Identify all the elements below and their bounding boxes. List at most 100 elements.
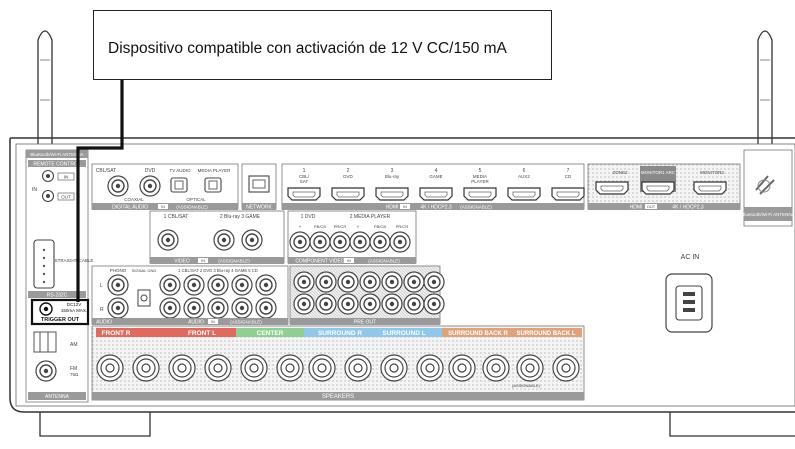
audio-l-jack-4[interactable] (207, 274, 229, 296)
hdmi-out-monitor1-port[interactable] (641, 181, 675, 195)
pre-out-jack-bottom-6[interactable] (403, 293, 425, 315)
speaker-terminal-11[interactable] (448, 354, 476, 382)
video-jack-3[interactable] (241, 229, 263, 251)
audio-l-jack-2[interactable] (159, 274, 181, 296)
hdmi-in-spec: 4K / HDCP2.3 (420, 205, 452, 211)
pre-out-jack-bottom-4[interactable] (359, 293, 381, 315)
hdmi-in-assignable: (ASSIGNABLE) (460, 205, 492, 210)
audio-r-jack-5[interactable] (231, 297, 253, 319)
speaker-terminal-4[interactable] (204, 354, 232, 382)
hdmi-out-spec: 4K / HDCP2.3 (672, 205, 704, 211)
optical-port-1[interactable] (170, 177, 188, 193)
hdmi-in-6-number: 6 (523, 168, 526, 174)
hdmi-input-group: 1CBL/SAT2DVD3Blu-ray4GAME5MEDIAPLAYER6AU… (287, 168, 585, 201)
hdmi-in-5-port[interactable] (463, 187, 497, 201)
hdmi-zone2-label: ZONE2 (612, 170, 628, 175)
audio-l-jack-6[interactable] (255, 274, 277, 296)
speaker-terminal-8[interactable] (344, 354, 372, 382)
antenna-title: ANTENNA (45, 394, 70, 400)
component-jack-3[interactable] (329, 231, 351, 253)
speaker-terminal-9[interactable] (380, 354, 408, 382)
speaker-terminal-3[interactable] (168, 354, 196, 382)
signal-gnd-label: SIGNAL GND (132, 268, 157, 273)
hdmi-in-4-port[interactable] (419, 187, 453, 201)
audio-r-jack-3[interactable] (183, 297, 205, 319)
pre-out-jack-bottom-7[interactable] (423, 293, 445, 315)
pre-out-jack-top-5[interactable] (381, 271, 403, 293)
hdmi-in-7-port[interactable] (551, 187, 585, 201)
pre-out-jack-top-6[interactable] (403, 271, 425, 293)
speaker-terminal-12[interactable] (482, 354, 510, 382)
speaker-terminal-10[interactable] (416, 354, 444, 382)
pre-out-jack-top-1[interactable] (293, 271, 315, 293)
audio-r-jack-6[interactable] (255, 297, 277, 319)
audio-l-jack-3[interactable] (183, 274, 205, 296)
optical-label: OPTICAL (186, 197, 206, 202)
audio-title: AUDIO (188, 320, 204, 326)
speaker-terminal-13[interactable] (516, 354, 544, 382)
right-antenna (757, 30, 773, 151)
speaker-terminal-7[interactable] (308, 354, 336, 382)
component-jack-4[interactable] (349, 231, 371, 253)
component-jack-1[interactable] (289, 231, 311, 253)
hdmi-in-5-name: PLAYER (471, 179, 489, 184)
pre-out-jack-bottom-2[interactable] (315, 293, 337, 315)
coaxial-jack-2[interactable] (139, 175, 161, 197)
trigger-cable (76, 80, 124, 302)
speaker-terminal-1[interactable] (96, 354, 124, 382)
audio-r-jack-1[interactable] (107, 297, 129, 319)
speaker-terminal-14[interactable] (552, 354, 580, 382)
audio-label-left: AUDIO (96, 320, 112, 326)
pre-out-jack-bottom-1[interactable] (293, 293, 315, 315)
component-media-label: 2 MEDIA PLAYER (350, 214, 391, 220)
audio-l-jack-1[interactable] (107, 274, 129, 296)
pre-out-jack-top-4[interactable] (359, 271, 381, 293)
hdmi-out-zone2-port[interactable] (595, 181, 629, 195)
video-jack-1[interactable] (157, 229, 179, 251)
rs232-title: RS-232C (47, 293, 68, 299)
video-jack-2[interactable] (213, 229, 235, 251)
speaker-terminal-5[interactable] (240, 354, 268, 382)
hdmi-in-5-number: 5 (479, 168, 482, 174)
front-l-label: FRONT L (188, 330, 216, 337)
speaker-terminal-6[interactable] (276, 354, 304, 382)
hdmi-in-3-port[interactable] (375, 187, 409, 201)
coaxial-jack-1[interactable] (107, 175, 129, 197)
audio-r-jack-2[interactable] (159, 297, 181, 319)
component-jack-5[interactable] (369, 231, 391, 253)
remote-out-port-label: OUT (61, 195, 71, 200)
hdmi-in-1-number: 1 (303, 168, 306, 174)
hdmi-in-6-port[interactable] (507, 187, 541, 201)
pre-out-jack-top-2[interactable] (315, 271, 337, 293)
pre-out-jack-bottom-3[interactable] (337, 293, 359, 315)
surround-l-label: SURROUND L (382, 330, 425, 337)
front-r-label: FRONT R (102, 330, 131, 337)
pre-out-jack-top-3[interactable] (337, 271, 359, 293)
remote-in-label: IN (32, 187, 37, 193)
rs232-port[interactable] (33, 239, 55, 289)
component-jack-2[interactable] (309, 231, 331, 253)
phono-label: PHONO (110, 268, 127, 273)
component-jack-6[interactable] (389, 231, 411, 253)
hdmi-in-7-number: 7 (567, 168, 570, 174)
fm-antenna-jack[interactable] (35, 360, 57, 382)
audio-l-jack-5[interactable] (231, 274, 253, 296)
center-speaker-band (236, 328, 304, 337)
hdmi-in-badge: IN (403, 204, 407, 209)
hdmi-out-title: HDMI (630, 205, 643, 211)
hdmi-in-1-name: CBL/ (299, 174, 310, 179)
hdmi-in-1-port[interactable] (287, 187, 321, 201)
hdmi-out-monitor2-port[interactable] (693, 181, 727, 195)
hdmi-in-2-port[interactable] (331, 187, 365, 201)
am-label: AM (70, 342, 78, 348)
pre-out-jack-bottom-5[interactable] (381, 293, 403, 315)
surround-speaker-band (304, 328, 442, 337)
pre-out-jack-top-7[interactable] (423, 271, 445, 293)
hdmi-in-title: HDMI (386, 205, 399, 211)
audio-r-jack-4[interactable] (207, 297, 229, 319)
component-title: COMPONENT VIDEO (295, 259, 344, 265)
coaxial-label: COAXIAL (124, 197, 144, 202)
optical-port-2[interactable] (204, 177, 222, 193)
signal-gnd-screw[interactable] (137, 289, 151, 307)
speaker-terminal-2[interactable] (132, 354, 160, 382)
